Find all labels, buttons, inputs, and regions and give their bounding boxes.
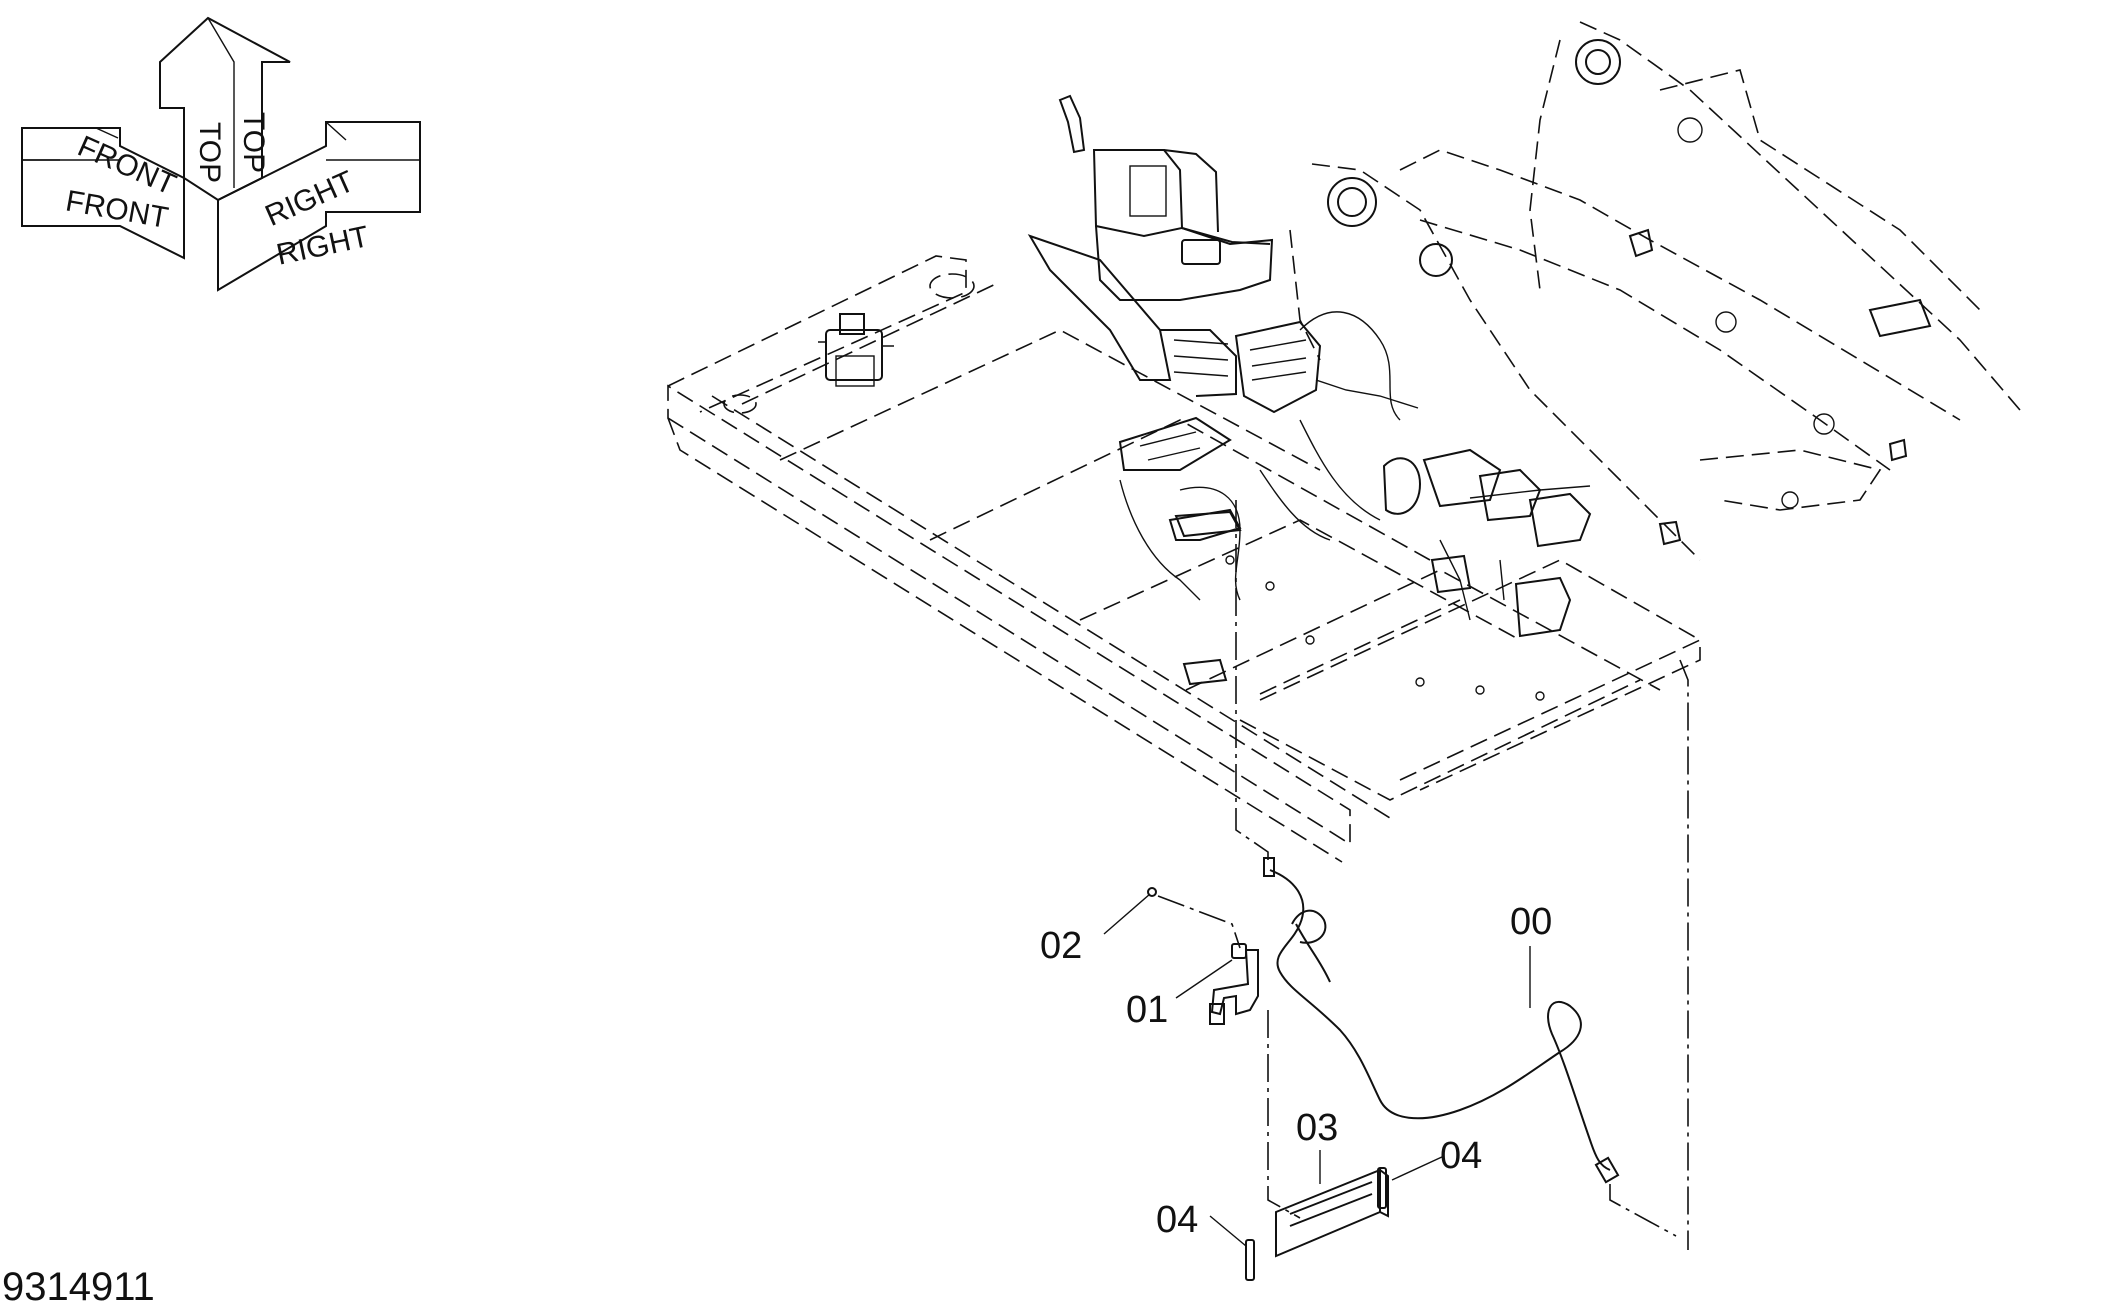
callout-tie-right: 04	[1440, 1135, 1482, 1177]
leader-lines	[1103, 893, 1531, 1247]
bracket-part	[1210, 949, 1259, 1016]
cable-tie-left	[1245, 1239, 1255, 1281]
leader-04-left	[1209, 1215, 1247, 1247]
callout-screw: 02	[1040, 925, 1082, 967]
leader-02	[1103, 893, 1151, 935]
orientation-indicator: FRONT FRONT TOP TOP RIGHT RIGHT	[21, 16, 421, 292]
control-console	[1027, 94, 1274, 397]
wire-harness	[1269, 869, 1611, 1171]
floor-plates	[1168, 508, 1545, 701]
callout-bracket: 01	[1126, 989, 1168, 1031]
leader-01	[1175, 959, 1233, 999]
callout-labels: 00 01 02 03 04 04	[1040, 901, 1552, 1241]
drawing-number: 9314911	[2, 1265, 155, 1309]
callout-tie-left: 04	[1156, 1199, 1198, 1241]
callout-harness: 00	[1510, 901, 1552, 943]
callout-cover: 03	[1296, 1107, 1338, 1149]
boom-arm-outline	[1289, 21, 2021, 561]
front-arrow	[21, 127, 185, 260]
top-label-back: TOP	[237, 112, 270, 173]
cable-tie-right	[1377, 1167, 1387, 1209]
cab-frame-outline	[667, 255, 1701, 863]
exploded-parts	[1147, 500, 1689, 1281]
leader-04-right	[1391, 1155, 1445, 1181]
rear-left-component	[818, 313, 894, 387]
right-valve-blocks	[1382, 448, 1682, 638]
right-label-back: RIGHT	[260, 165, 359, 233]
top-label: TOP	[193, 122, 226, 183]
